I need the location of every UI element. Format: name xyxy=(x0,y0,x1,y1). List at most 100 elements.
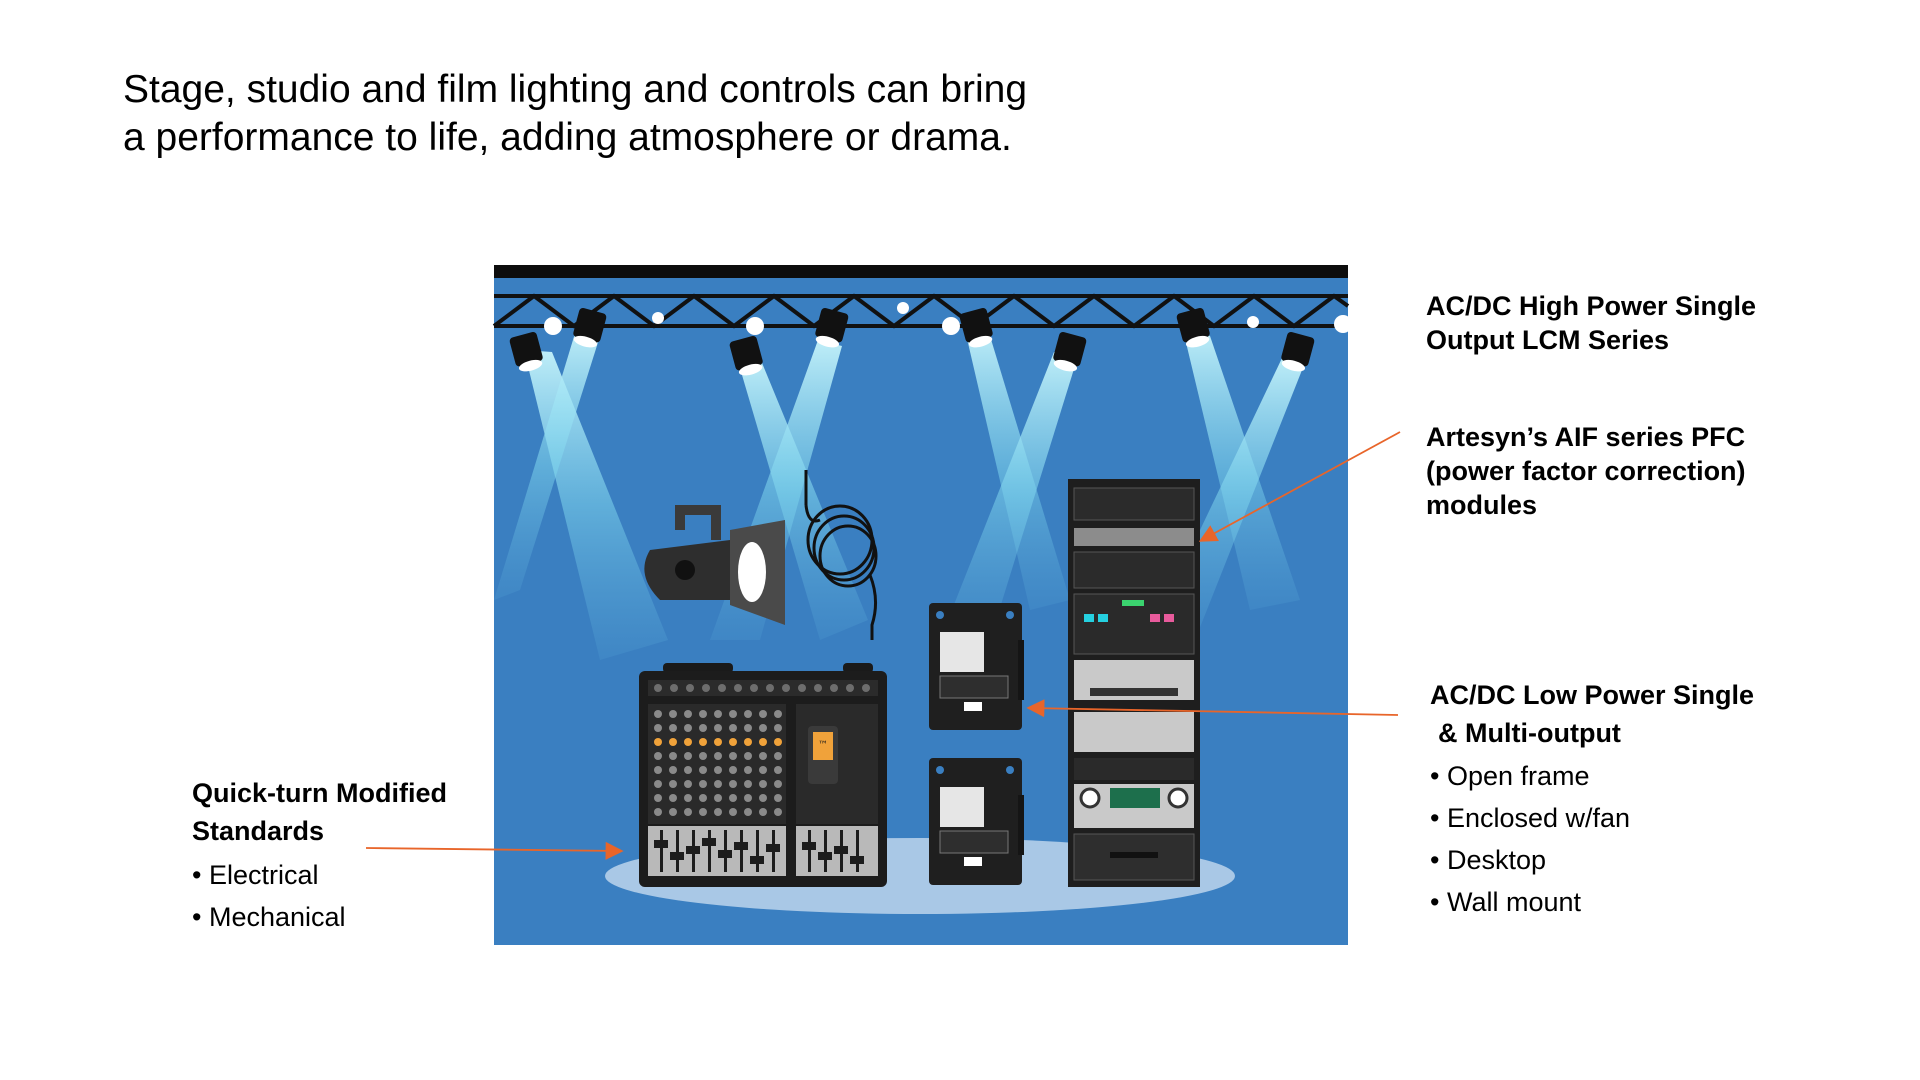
mixer-knob xyxy=(744,766,752,774)
mixer-knob xyxy=(669,808,677,816)
mixer-knob xyxy=(729,752,737,760)
mixer-knob xyxy=(729,738,737,746)
mixer-knob xyxy=(862,684,870,692)
callout-quick-turn-line-1: Quick-turn Modified xyxy=(192,778,447,808)
equipment-rack-icon xyxy=(1068,479,1200,887)
mixer-knob xyxy=(684,710,692,718)
mixer-knob xyxy=(744,724,752,732)
callout-quick-turn: Quick-turn Modified Standards xyxy=(192,774,447,850)
mixer-knob xyxy=(774,738,782,746)
mixer-knob xyxy=(729,766,737,774)
mixer-knob xyxy=(759,808,767,816)
mixer-knob xyxy=(699,794,707,802)
mixer-knob xyxy=(782,684,790,692)
mixer-knob xyxy=(729,710,737,718)
mixer-knob xyxy=(714,794,722,802)
mixer-knob xyxy=(654,684,662,692)
mixer-knob xyxy=(744,710,752,718)
callout-aif: Artesyn’s AIF series PFC (power factor c… xyxy=(1426,420,1746,522)
mixer-knob xyxy=(759,794,767,802)
mixer-knob xyxy=(744,808,752,816)
mixer-knob xyxy=(699,752,707,760)
mixer-knob xyxy=(654,766,662,774)
intro-text: Stage, studio and film lighting and cont… xyxy=(123,66,1123,162)
mixer-knob xyxy=(846,684,854,692)
callout-aif-line-3: modules xyxy=(1426,490,1538,520)
low-power-arrow xyxy=(1026,699,1399,718)
mixer-knob xyxy=(759,780,767,788)
mixer-knob xyxy=(654,710,662,718)
mixer-knob xyxy=(714,766,722,774)
mixer-knob xyxy=(684,752,692,760)
mixer-knob xyxy=(814,684,822,692)
mixer-knob xyxy=(734,684,742,692)
callout-aif-line-2: (power factor correction) xyxy=(1426,456,1746,486)
intro-line-2: a performance to life, adding atmosphere… xyxy=(123,116,1012,159)
mixer-knob xyxy=(654,780,662,788)
mixer-knob xyxy=(684,724,692,732)
mixer-knob xyxy=(654,738,662,746)
power-supply-icon xyxy=(929,758,1024,885)
mixer-knob xyxy=(670,684,678,692)
mixer-knob xyxy=(699,724,707,732)
spotlight-icon xyxy=(509,308,1315,376)
mixer-knob xyxy=(774,710,782,718)
quick-turn-bullet-list: Electrical Mechanical xyxy=(192,854,346,938)
mixer-knob xyxy=(729,724,737,732)
audio-cable-icon xyxy=(804,470,878,640)
mixer-knob xyxy=(759,724,767,732)
mixer-knob xyxy=(686,684,694,692)
mixer-knob xyxy=(729,808,737,816)
mixer-knob xyxy=(669,710,677,718)
mixer-knob xyxy=(759,766,767,774)
callout-aif-line-1: Artesyn’s AIF series PFC xyxy=(1426,422,1746,452)
mixer-display: ™ xyxy=(818,740,828,751)
mixer-knob xyxy=(774,780,782,788)
mixer-knob xyxy=(759,752,767,760)
bullet-open-frame: Open frame xyxy=(1430,755,1630,797)
mixer-knob xyxy=(714,808,722,816)
callout-low-power-line-1: AC/DC Low Power Single xyxy=(1430,680,1755,710)
bullet-wall-mount: Wall mount xyxy=(1430,881,1630,923)
mixer-knob xyxy=(798,684,806,692)
mixer-knob xyxy=(774,766,782,774)
mixer-knob xyxy=(774,808,782,816)
mixer-knob xyxy=(759,738,767,746)
mixer-knob xyxy=(654,808,662,816)
mixer-knob xyxy=(744,738,752,746)
mixer-knob xyxy=(830,684,838,692)
mixer-knob xyxy=(654,724,662,732)
intro-line-1: Stage, studio and film lighting and cont… xyxy=(123,68,1028,111)
mixer-knob xyxy=(718,684,726,692)
mixer-knob xyxy=(729,794,737,802)
mixer-knob xyxy=(669,780,677,788)
mixer-knob xyxy=(714,710,722,718)
mixer-knob xyxy=(714,738,722,746)
quick-turn-arrow xyxy=(365,841,624,860)
mixer-knob xyxy=(684,808,692,816)
mixer-knob xyxy=(774,724,782,732)
mixer-knob xyxy=(759,710,767,718)
mixer-knob xyxy=(714,724,722,732)
mixer-knob xyxy=(699,710,707,718)
truss-lights xyxy=(544,302,1352,335)
mixer-knob xyxy=(684,780,692,788)
fresnel-lamp-icon xyxy=(644,505,785,625)
callout-low-power: AC/DC Low Power Single & Multi-output xyxy=(1430,676,1754,752)
bullet-electrical: Electrical xyxy=(192,854,346,896)
mixing-console-icon: ™ xyxy=(639,663,887,887)
mixer-knob xyxy=(774,752,782,760)
mixer-knob xyxy=(699,738,707,746)
mixer-knob xyxy=(744,752,752,760)
power-supply-icon xyxy=(929,603,1024,730)
mixer-knob xyxy=(699,766,707,774)
mixer-knob xyxy=(714,780,722,788)
mixer-knob xyxy=(699,780,707,788)
mixer-knob xyxy=(684,794,692,802)
mixer-knob xyxy=(750,684,758,692)
aif-arrow xyxy=(1198,431,1401,542)
bullet-enclosed-fan: Enclosed w/fan xyxy=(1430,797,1630,839)
mixer-knob xyxy=(669,766,677,774)
mixer-knob xyxy=(669,794,677,802)
